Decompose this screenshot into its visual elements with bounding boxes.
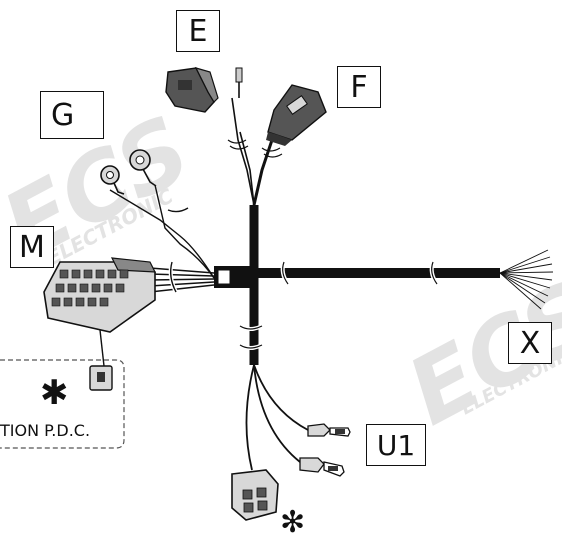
trunk-to-x bbox=[245, 261, 500, 286]
terminal-u1-a bbox=[307, 423, 351, 437]
label-f: F bbox=[337, 66, 381, 108]
label-m: M bbox=[10, 226, 54, 268]
loose-wire-fan bbox=[499, 249, 554, 310]
bottom-asterisk-icon: ✻ bbox=[280, 505, 306, 540]
terminal-u1-b bbox=[299, 457, 345, 477]
pdc-callout-box bbox=[0, 359, 125, 449]
label-u1: U1 bbox=[366, 424, 426, 466]
pdc-note-text: TION P.D.C. bbox=[0, 421, 91, 440]
wires-to-m bbox=[109, 184, 215, 293]
connector-e bbox=[165, 67, 219, 113]
junction-block bbox=[214, 266, 254, 288]
ground-rings bbox=[100, 149, 157, 195]
connector-m bbox=[43, 257, 156, 367]
pdc-asterisk-icon: ✱ bbox=[40, 373, 69, 413]
pin-e bbox=[235, 67, 243, 98]
connector-f bbox=[266, 84, 327, 146]
label-g-text: G bbox=[51, 97, 75, 133]
label-x: X bbox=[508, 322, 552, 364]
label-e: E bbox=[176, 10, 220, 52]
label-g: G bbox=[40, 91, 104, 139]
connector-bottom bbox=[231, 469, 279, 521]
trunk-down bbox=[238, 273, 309, 471]
